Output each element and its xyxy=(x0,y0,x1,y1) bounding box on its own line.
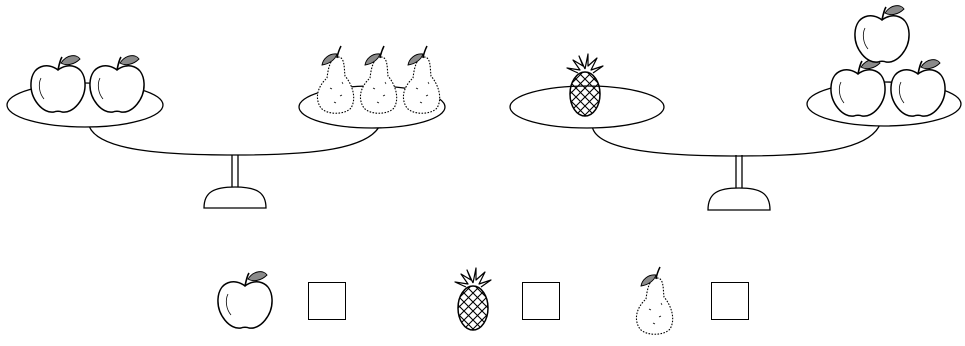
pear-icon xyxy=(636,267,672,334)
scale-stand xyxy=(232,155,238,188)
answer-row xyxy=(218,267,673,334)
balance-scale-2 xyxy=(510,6,961,210)
pear-icon xyxy=(360,46,396,113)
pear-icon xyxy=(317,46,353,113)
pineapple-icon xyxy=(455,268,491,330)
scale-base xyxy=(204,187,266,208)
apple-icon xyxy=(831,60,885,117)
apple-answer-box[interactable] xyxy=(308,282,346,320)
scale-base xyxy=(708,188,770,210)
pear-answer-box[interactable] xyxy=(711,282,749,320)
apple-icon xyxy=(218,272,272,329)
apple-icon xyxy=(31,56,85,113)
apple-icon xyxy=(891,60,945,117)
pineapple-icon xyxy=(567,54,603,116)
pear-icon xyxy=(403,46,439,113)
scale-stand xyxy=(736,155,742,188)
balance-scale-1 xyxy=(7,46,445,208)
apple-icon xyxy=(90,56,144,113)
apple-icon xyxy=(855,6,909,63)
pineapple-answer-box[interactable] xyxy=(522,282,560,320)
